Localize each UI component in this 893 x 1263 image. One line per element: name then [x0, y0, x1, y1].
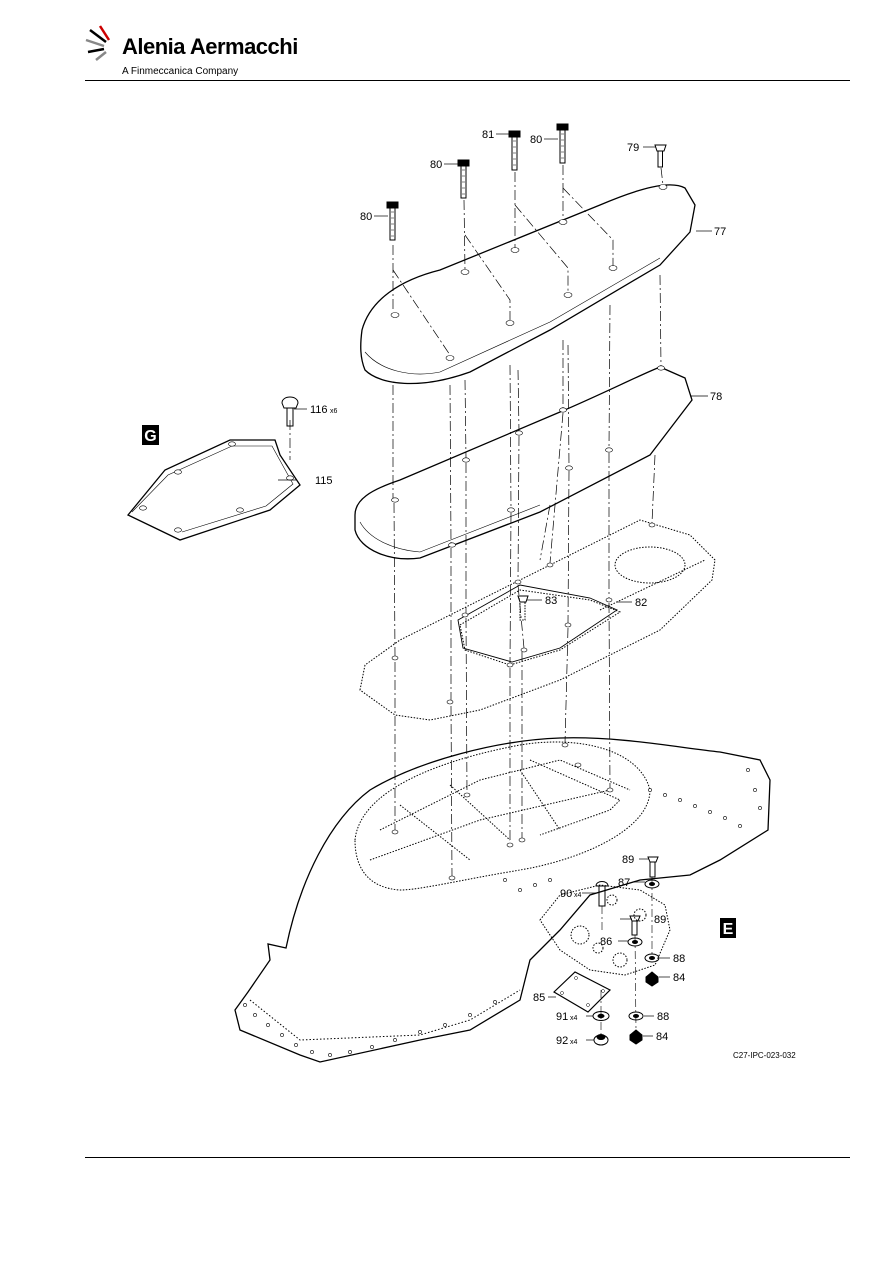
callout-116-qty: x6 [330, 408, 338, 415]
callout-116: 116 [310, 404, 328, 416]
callout-85: 85 [533, 992, 545, 1004]
company-name: Alenia Aermacchi [122, 34, 298, 59]
callout-91: 91 [556, 1011, 568, 1023]
view-g-marker [142, 425, 159, 445]
figure-reference: C27-IPC-023-032 [733, 1051, 796, 1060]
view-g-label: G [144, 428, 156, 445]
callout-89-top: 89 [622, 854, 634, 866]
screw-80-mid-icon [457, 159, 470, 199]
callout-88-bottom: 88 [657, 1011, 669, 1023]
page-header: Alenia Aermacchi A Finmeccanica Company [0, 0, 893, 82]
callout-92: 92 [556, 1035, 568, 1047]
callout-87: 87 [618, 877, 630, 889]
callout-83: 83 [545, 595, 557, 607]
fuselage-structure [234, 737, 771, 1063]
screw-83-icon [517, 595, 529, 621]
callout-82: 82 [635, 597, 647, 609]
callout-79: 79 [627, 142, 639, 154]
callout-90-qty: x4 [574, 892, 582, 899]
callout-80-left: 80 [360, 211, 372, 223]
plate-78 [354, 366, 693, 560]
screw-81-icon [508, 130, 521, 171]
panel-115 [126, 439, 301, 541]
doubler-plate [359, 519, 716, 721]
screw-80-right-icon [556, 123, 569, 164]
screw-80-left-icon [386, 201, 399, 241]
callout-84-bottom: 84 [656, 1031, 668, 1043]
callout-89-lower: 89 [654, 914, 666, 926]
callout-92-qty: x4 [570, 1039, 578, 1046]
cover-77 [360, 184, 696, 385]
view-e-plate [539, 884, 671, 976]
footer-rule [85, 1157, 850, 1158]
header-rule [85, 80, 850, 81]
leader-lines [278, 133, 712, 1041]
screw-116-icon [281, 396, 299, 427]
cover-85 [553, 971, 612, 1013]
callout-78: 78 [710, 391, 722, 403]
company-tagline: A Finmeccanica Company [122, 66, 239, 77]
callout-90: 90 [560, 888, 572, 900]
nut-92-icon [593, 1034, 609, 1046]
alignment-lines [289, 165, 664, 877]
view-e-marker [720, 918, 736, 938]
callout-91-qty: x4 [570, 1015, 578, 1022]
callout-80-mid: 80 [430, 159, 442, 171]
nut-84-top-icon [645, 971, 659, 987]
nut-84-bottom-icon [629, 1029, 643, 1045]
callout-115: 115 [315, 475, 333, 487]
company-logo-icon [85, 25, 111, 61]
callout-86: 86 [600, 936, 612, 948]
view-e-label: E [723, 921, 734, 938]
callout-84-top: 84 [673, 972, 685, 984]
washer-88-top-icon [644, 953, 660, 963]
bolt-89-top-icon [647, 856, 659, 878]
callout-81: 81 [482, 129, 494, 141]
callout-77: 77 [714, 226, 726, 238]
callout-88-top: 88 [673, 953, 685, 965]
screw-79-icon [654, 144, 667, 168]
callout-80-right: 80 [530, 134, 542, 146]
callouts: 77 78 79 80 80 80 81 82 83 84 84 85 86 8… [310, 129, 726, 1047]
